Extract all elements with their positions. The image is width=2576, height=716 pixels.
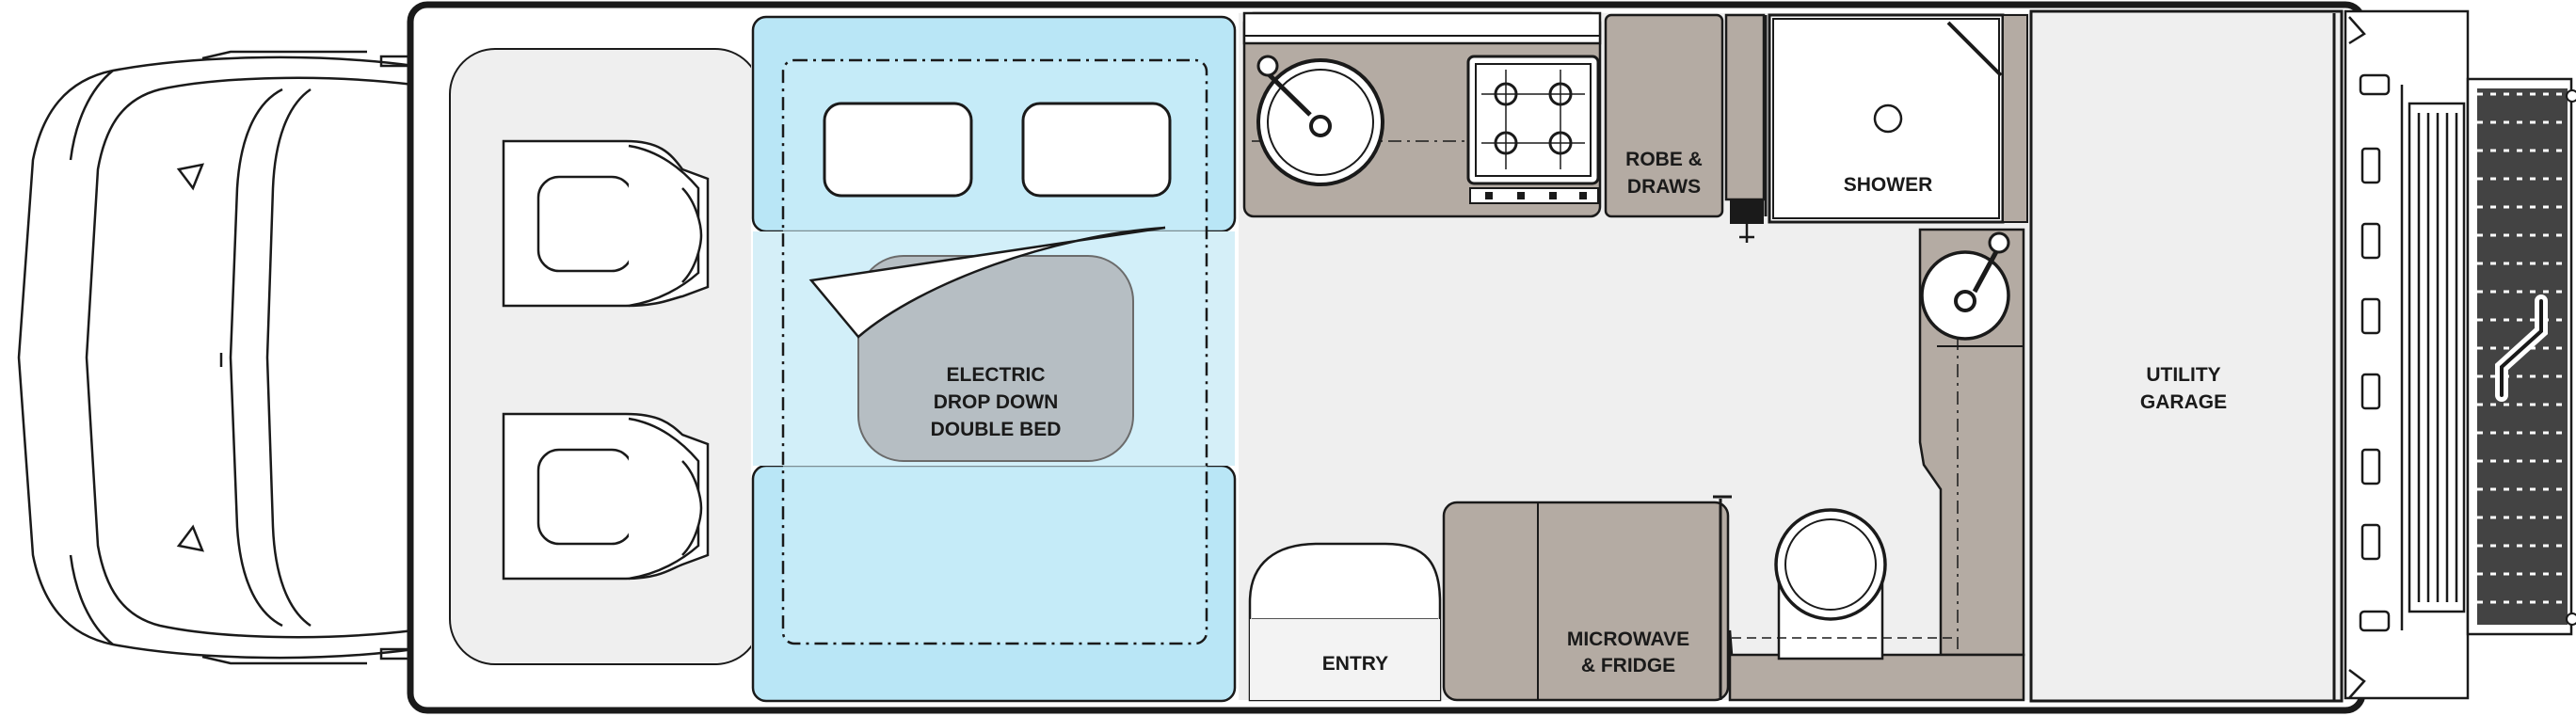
cooktop — [1466, 55, 1600, 204]
vehicle-cab — [17, 50, 416, 665]
microwave-and-fridge: MICROWAVE & FRIDGE — [1442, 495, 1732, 702]
toilet — [1728, 508, 2025, 702]
pillow-right — [1021, 102, 1172, 198]
bathroom-vanity — [1918, 228, 2025, 657]
cab-seat-bottom — [502, 412, 710, 581]
entry: ENTRY — [1248, 542, 1442, 702]
bed-label-line2: DROP DOWN — [934, 391, 1059, 413]
kitchen-bench — [1242, 11, 1602, 218]
bike-rack — [2466, 77, 2576, 636]
pillow-left — [823, 102, 973, 198]
robe-label-line2: DRAWS — [1627, 176, 1701, 198]
rear-bumper — [2344, 9, 2470, 700]
kitchen-sink — [1256, 55, 1384, 186]
fridge-label-line1: MICROWAVE — [1567, 628, 1689, 650]
robe-label-line1: ROBE & — [1625, 149, 1703, 170]
lounge-area: ELECTRIC DROP DOWN DOUBLE BED — [751, 13, 1239, 703]
bed-label-line1: ELECTRIC — [947, 364, 1046, 386]
cab-seat-top — [502, 139, 710, 308]
fridge-label-line2: & FRIDGE — [1581, 655, 1675, 676]
garage-label-line2: GARAGE — [2140, 391, 2227, 413]
shower-label: SHOWER — [1844, 174, 1933, 196]
bed-fold-triangle — [808, 226, 1166, 339]
utility-garage — [2029, 9, 2344, 703]
garage-label-line1: UTILITY — [2146, 364, 2220, 386]
bed-label-line3: DOUBLE BED — [931, 419, 1062, 440]
entry-label: ENTRY — [1322, 653, 1388, 675]
shower: SHOWER — [1768, 13, 2028, 224]
robe-and-draws: ROBE & DRAWS — [1604, 13, 1768, 243]
bathroom-basin — [1920, 231, 2010, 341]
